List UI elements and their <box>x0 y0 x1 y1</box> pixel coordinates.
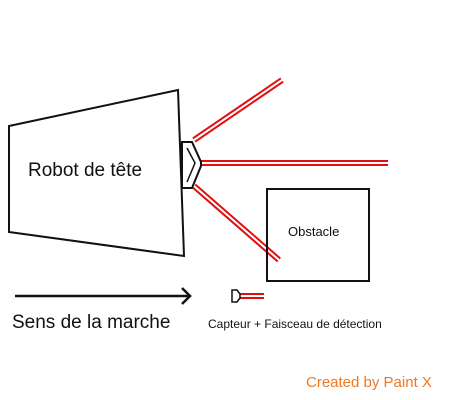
direction-arrow <box>15 287 192 305</box>
robot-body <box>8 88 186 258</box>
sensor-head <box>181 141 202 189</box>
direction-label: Sens de la marche <box>12 312 171 333</box>
sensor-head-inner <box>186 147 196 183</box>
beam-lower <box>192 183 281 263</box>
robot-label: Robot de tête <box>28 160 143 181</box>
sensor-legend-label: Capteur + Faisceau de détection <box>208 317 382 331</box>
obstacle-label: Obstacle <box>288 224 340 239</box>
sensor-legend-icon <box>231 289 264 303</box>
detection-beams <box>192 77 388 263</box>
beam-upper <box>192 77 284 143</box>
credit-watermark: Created by Paint X <box>306 374 432 391</box>
obstacle-box <box>266 188 370 282</box>
